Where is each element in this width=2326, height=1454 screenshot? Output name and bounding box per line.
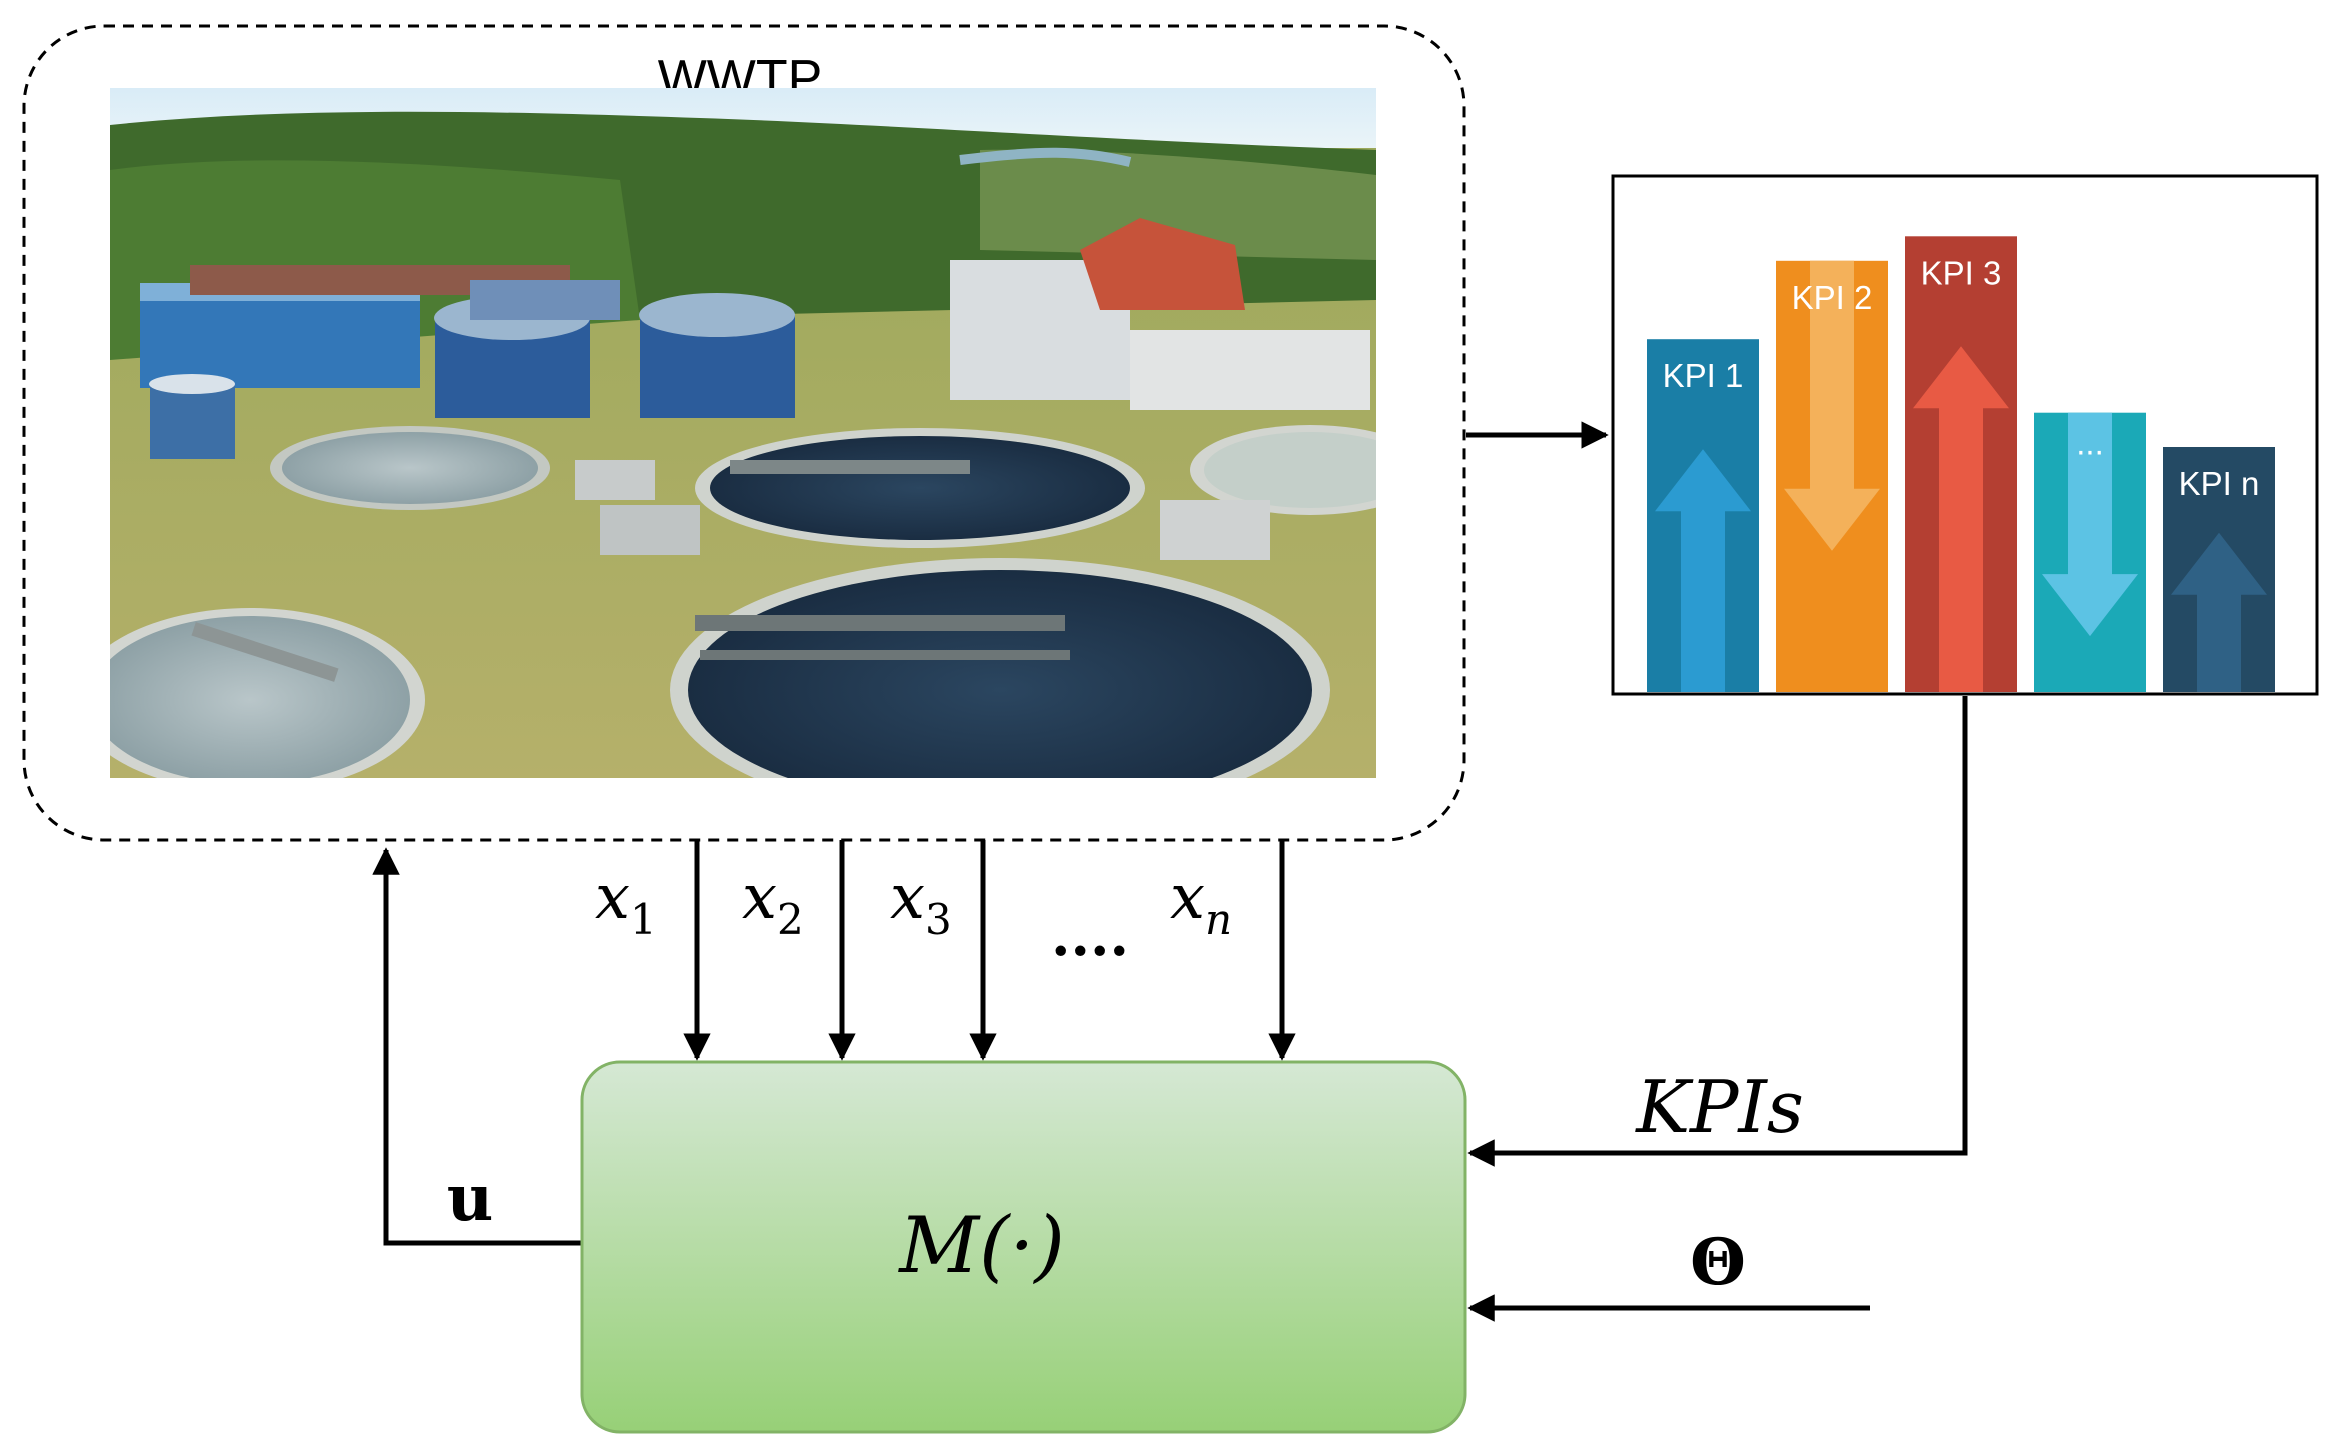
kpi-bar-label: KPI 2 (1792, 279, 1873, 316)
x1-label: x1 (595, 860, 657, 944)
up-arrow-icon (1655, 449, 1751, 692)
control-u-label: u (447, 1161, 494, 1236)
xn-label: xn (1170, 860, 1232, 944)
x3-label: x3 (890, 860, 952, 944)
kpi-bar-label: KPI 1 (1663, 357, 1744, 394)
down-arrow-icon (2042, 412, 2138, 637)
x2-label: x2 (742, 860, 804, 944)
model-label: M(·) (897, 1201, 1065, 1291)
kpis-feedback-arrow (1467, 696, 1968, 1167)
kpis-label: KPIs (1634, 1065, 1804, 1149)
model-block (580, 1060, 1467, 1434)
kpi-bar-label: KPI n (2179, 465, 2260, 502)
down-arrow-icon (1784, 260, 1880, 551)
up-arrow-icon (1913, 346, 2009, 692)
wwtp-photo (110, 88, 1376, 778)
kpi-bar-label: KPI 3 (1921, 254, 2002, 291)
kpi-bar-chart: KPI 1 KPI 2 KPI 3... KPI n (1647, 236, 2275, 693)
theta-label: Θ (1690, 1225, 1746, 1300)
kpi-bar-label: ... (2076, 425, 2104, 462)
up-arrow-icon (2171, 532, 2267, 692)
ellipsis-label: .... (1051, 903, 1129, 969)
wwtp-boundary (22, 24, 1466, 842)
control-u-arrow (372, 847, 582, 1246)
